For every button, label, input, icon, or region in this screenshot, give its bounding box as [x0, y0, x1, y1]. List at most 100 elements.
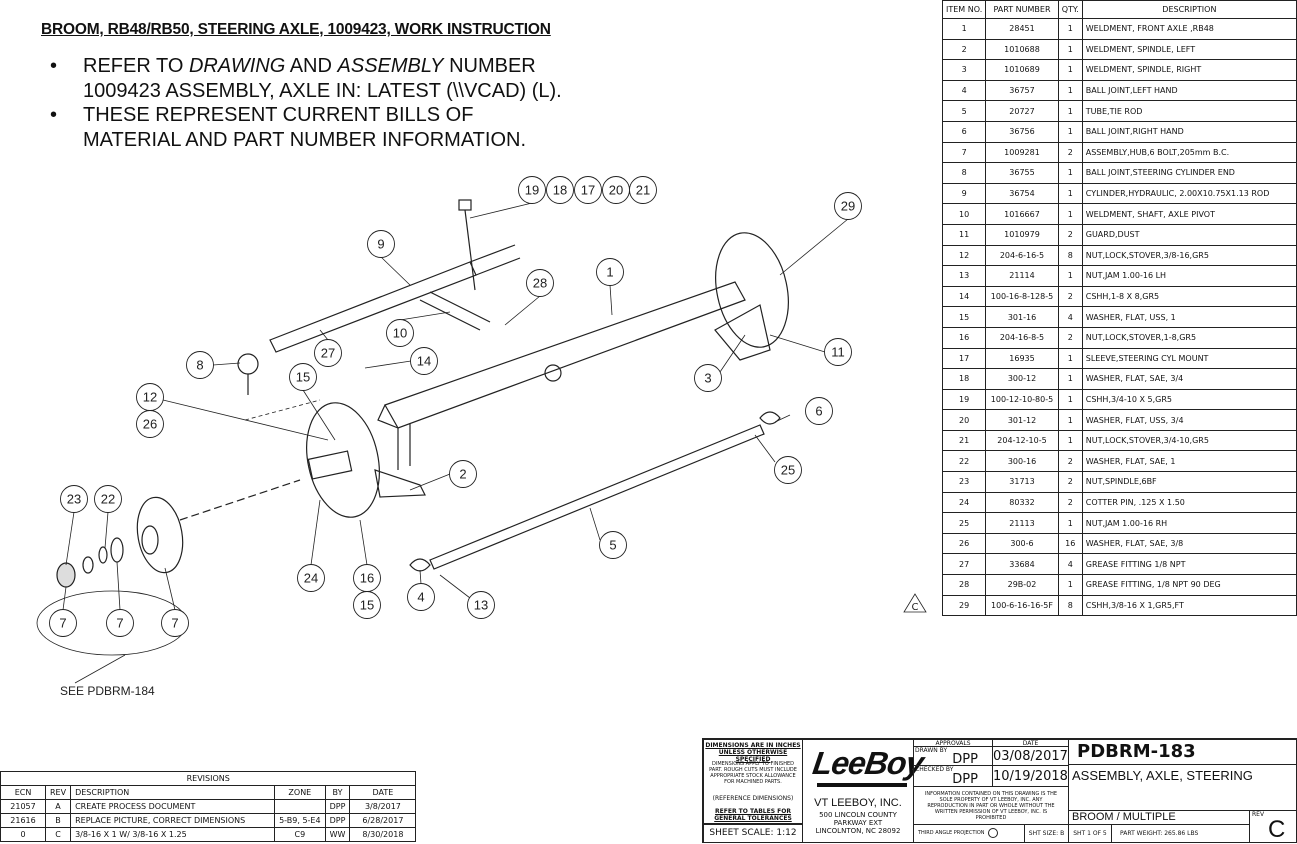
- qty: 1: [1057, 265, 1083, 287]
- balloon-circle: [629, 176, 657, 204]
- sheet-scale: SHEET SCALE: 1:12: [703, 824, 803, 843]
- balloon-circle: [289, 363, 317, 391]
- axle-beam: [384, 281, 746, 429]
- part-number: 204-16-8-5: [985, 326, 1059, 349]
- item-no: 25: [941, 512, 987, 534]
- description: NUT,LOCK,STOVER,3/4-10,GR5: [1081, 429, 1297, 452]
- qty: 1: [1057, 203, 1083, 225]
- item-no: 26: [941, 532, 987, 555]
- see-note: SEE PDBRM-184: [60, 684, 155, 698]
- item-no: 20: [941, 409, 987, 431]
- part-number: 33684: [985, 553, 1059, 576]
- revisions-header-row: ECN REV DESCRIPTION ZONE BY DATE: [0, 785, 417, 800]
- description: WASHER, FLAT, USS, 3/4: [1081, 409, 1297, 431]
- item-no: 14: [941, 285, 987, 308]
- item-no: 29: [941, 594, 987, 617]
- balloon-label: 8: [196, 358, 203, 373]
- leeboy-logo: LeeBoy: [810, 745, 926, 781]
- part-number: 301-16: [985, 306, 1059, 328]
- balloon-label: 27: [321, 346, 335, 361]
- revisions-table: REVISIONS ECN REV DESCRIPTION ZONE BY DA…: [0, 771, 417, 842]
- qty: 1: [1057, 120, 1083, 143]
- description: NUT,JAM 1.00-16 RH: [1081, 512, 1297, 534]
- description: NUT,LOCK,STOVER,1-8,GR5: [1081, 326, 1297, 349]
- revision-cell: DPP: [324, 799, 351, 814]
- bom-header-row: ITEM NO. PART NUMBER QTY. DESCRIPTION: [941, 0, 1297, 19]
- item-no: 4: [941, 79, 987, 102]
- item-no: 15: [941, 306, 987, 328]
- part-number: 204-6-16-5: [985, 244, 1059, 267]
- description: WASHER, FLAT, SAE, 1: [1081, 450, 1297, 473]
- balloon-circle: [518, 176, 546, 204]
- qty: 2: [1057, 285, 1083, 308]
- description: GREASE FITTING 1/8 NPT: [1081, 553, 1297, 576]
- balloon-circle: [410, 347, 438, 375]
- part-number: 28451: [985, 18, 1059, 40]
- qty: 2: [1057, 141, 1083, 164]
- qty: 1: [1057, 368, 1083, 390]
- item-no: 22: [941, 450, 987, 473]
- qty: 8: [1057, 244, 1083, 267]
- balloon-label: 16: [360, 571, 374, 586]
- description: WASHER, FLAT, USS, 1: [1081, 306, 1297, 328]
- balloon-circle: [186, 351, 214, 379]
- description: NUT,JAM 1.00-16 LH: [1081, 265, 1297, 287]
- dust-guard-left: [306, 402, 380, 518]
- balloon-label: 12: [143, 390, 157, 405]
- balloon-label: 4: [417, 590, 424, 605]
- balloon-circle: [805, 397, 833, 425]
- balloon-circle: [136, 410, 164, 438]
- item-no: 18: [941, 368, 987, 390]
- balloon-label: 1: [606, 265, 613, 280]
- balloon-label: 25: [781, 463, 795, 478]
- balloon-label: 9: [377, 237, 384, 252]
- balloon-label: 3: [704, 371, 711, 386]
- item-no: 24: [941, 491, 987, 514]
- description: BALL JOINT,LEFT HAND: [1081, 79, 1297, 102]
- balloon-circle: [60, 485, 88, 513]
- balloon-circle: [596, 258, 624, 286]
- description: WELDMENT, SPINDLE, LEFT: [1081, 38, 1297, 61]
- item-no: 23: [941, 471, 987, 493]
- qty: 4: [1057, 306, 1083, 328]
- qty: 2: [1057, 471, 1083, 493]
- balloon-label: 10: [393, 326, 407, 341]
- item-no: 16: [941, 326, 987, 349]
- qty: 4: [1057, 553, 1083, 576]
- qty: 16: [1057, 532, 1083, 555]
- item-no: 11: [941, 223, 987, 246]
- description: BALL JOINT,RIGHT HAND: [1081, 120, 1297, 143]
- qty: 1: [1057, 388, 1083, 411]
- balloon-circle: [94, 485, 122, 513]
- item-no: 2: [941, 38, 987, 61]
- part-number: 300-12: [985, 368, 1059, 390]
- description: SLEEVE,STEERING CYL MOUNT: [1081, 347, 1297, 370]
- part-number: 36754: [985, 182, 1059, 205]
- part-number: 20727: [985, 100, 1059, 122]
- description: BALL JOINT,STEERING CYLINDER END: [1081, 162, 1297, 184]
- part-number: 204-12-10-5: [985, 429, 1059, 452]
- item-no: 3: [941, 59, 987, 81]
- revision-cell: [274, 799, 326, 814]
- qty: 2: [1057, 491, 1083, 514]
- revision-cell: CREATE PROCESS DOCUMENT: [70, 799, 276, 814]
